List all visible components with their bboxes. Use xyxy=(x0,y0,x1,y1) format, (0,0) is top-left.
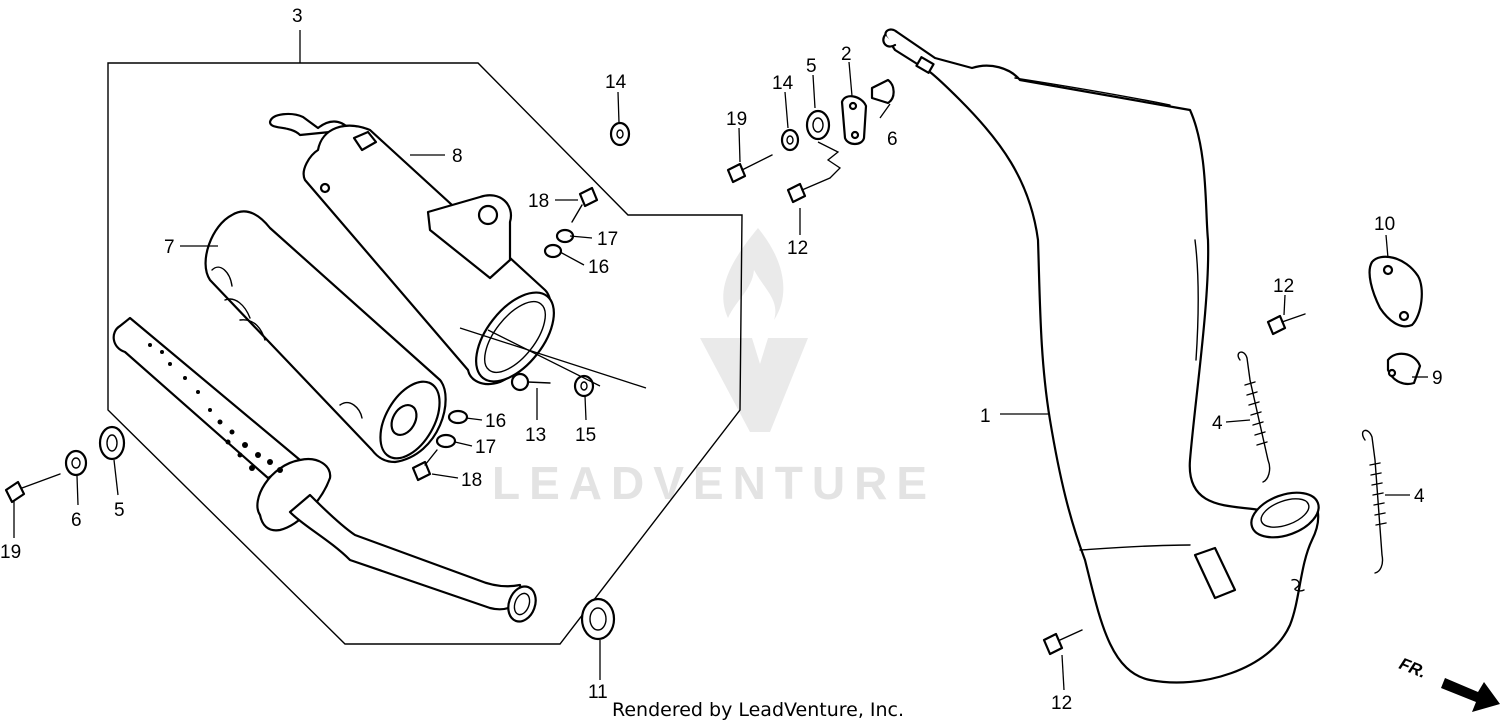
callout-19-right: 19 xyxy=(726,109,747,130)
callout-3: 3 xyxy=(292,6,303,27)
spring-part-4-right xyxy=(1361,429,1387,574)
callout-5-left: 5 xyxy=(114,500,125,521)
expansion-chamber-part-1 xyxy=(882,28,1320,684)
perforated-inner-pipe xyxy=(112,316,537,623)
callout-9: 9 xyxy=(1432,368,1443,389)
screw-part-13 xyxy=(510,372,551,392)
collar-part-6-right xyxy=(870,78,895,105)
callout-12-top: 12 xyxy=(787,238,808,259)
callout-11: 11 xyxy=(588,682,608,703)
grommet-part-5-left xyxy=(98,425,126,461)
washer-part-14-center xyxy=(609,121,631,147)
watermark-logo-icon xyxy=(700,228,808,432)
washer-part-14-right xyxy=(780,128,800,152)
callout-1: 1 xyxy=(980,406,991,427)
bolt-part-18-top xyxy=(571,186,599,223)
washer-part-16-top xyxy=(543,243,563,259)
callout-4-left: 4 xyxy=(1212,413,1223,434)
callouts: 1 2 3 4 4 5 5 6 6 7 8 9 10 11 12 12 12 1… xyxy=(0,6,1443,714)
callout-2: 2 xyxy=(841,44,852,65)
bracket-part-10 xyxy=(1368,255,1423,328)
bolt-part-18-bottom xyxy=(411,449,438,482)
callout-16-top: 16 xyxy=(588,257,609,278)
washer-part-16-bottom xyxy=(447,409,469,425)
callout-6-right: 6 xyxy=(887,129,898,150)
callout-8: 8 xyxy=(452,146,463,167)
bolt-part-19-left xyxy=(4,473,61,504)
callout-5-right: 5 xyxy=(806,56,817,77)
callout-18-bottom: 18 xyxy=(461,470,482,491)
callout-7: 7 xyxy=(164,237,175,258)
muffler-assembly-outline xyxy=(107,62,743,645)
callout-10: 10 xyxy=(1374,214,1395,235)
bolt-part-12-right xyxy=(1266,313,1306,336)
muffler-shell-part-8 xyxy=(268,112,555,386)
callout-16-bottom: 16 xyxy=(485,411,506,432)
front-direction-arrow-icon: FR. xyxy=(1397,654,1500,712)
callout-12-bottom: 12 xyxy=(1051,693,1072,714)
grommet-part-11 xyxy=(580,597,616,641)
callout-14-center: 14 xyxy=(605,72,627,93)
callout-19-left: 19 xyxy=(0,542,21,563)
muffler-packing-part-7 xyxy=(204,210,447,464)
callout-14-right: 14 xyxy=(772,73,794,94)
callout-12-right: 12 xyxy=(1273,276,1294,297)
callout-18-top: 18 xyxy=(528,191,549,212)
spring-part-4-left xyxy=(1237,351,1271,483)
bolt-part-12-top xyxy=(786,177,831,204)
callout-6-left: 6 xyxy=(71,510,82,531)
clip-part-9 xyxy=(1386,352,1422,386)
leader-lines xyxy=(13,61,1428,691)
bolt-part-12-bottom xyxy=(1042,629,1083,656)
callout-17-bottom: 17 xyxy=(475,437,496,458)
watermark-text: LEADVENTURE xyxy=(492,457,936,509)
callout-13: 13 xyxy=(525,425,546,446)
washer-part-15 xyxy=(573,374,595,398)
callout-15: 15 xyxy=(575,425,596,446)
bolt-part-19-right xyxy=(726,154,773,184)
grommet-part-5-right xyxy=(805,109,831,141)
footer-credit: Rendered by LeadVenture, Inc. xyxy=(612,699,904,721)
callout-4-right: 4 xyxy=(1414,486,1425,507)
collar-part-6-left xyxy=(64,449,88,477)
direction-label: FR. xyxy=(1397,654,1430,682)
callout-17-top: 17 xyxy=(597,229,618,250)
washer-part-17-bottom xyxy=(435,433,457,449)
bracket-part-2 xyxy=(840,95,868,146)
